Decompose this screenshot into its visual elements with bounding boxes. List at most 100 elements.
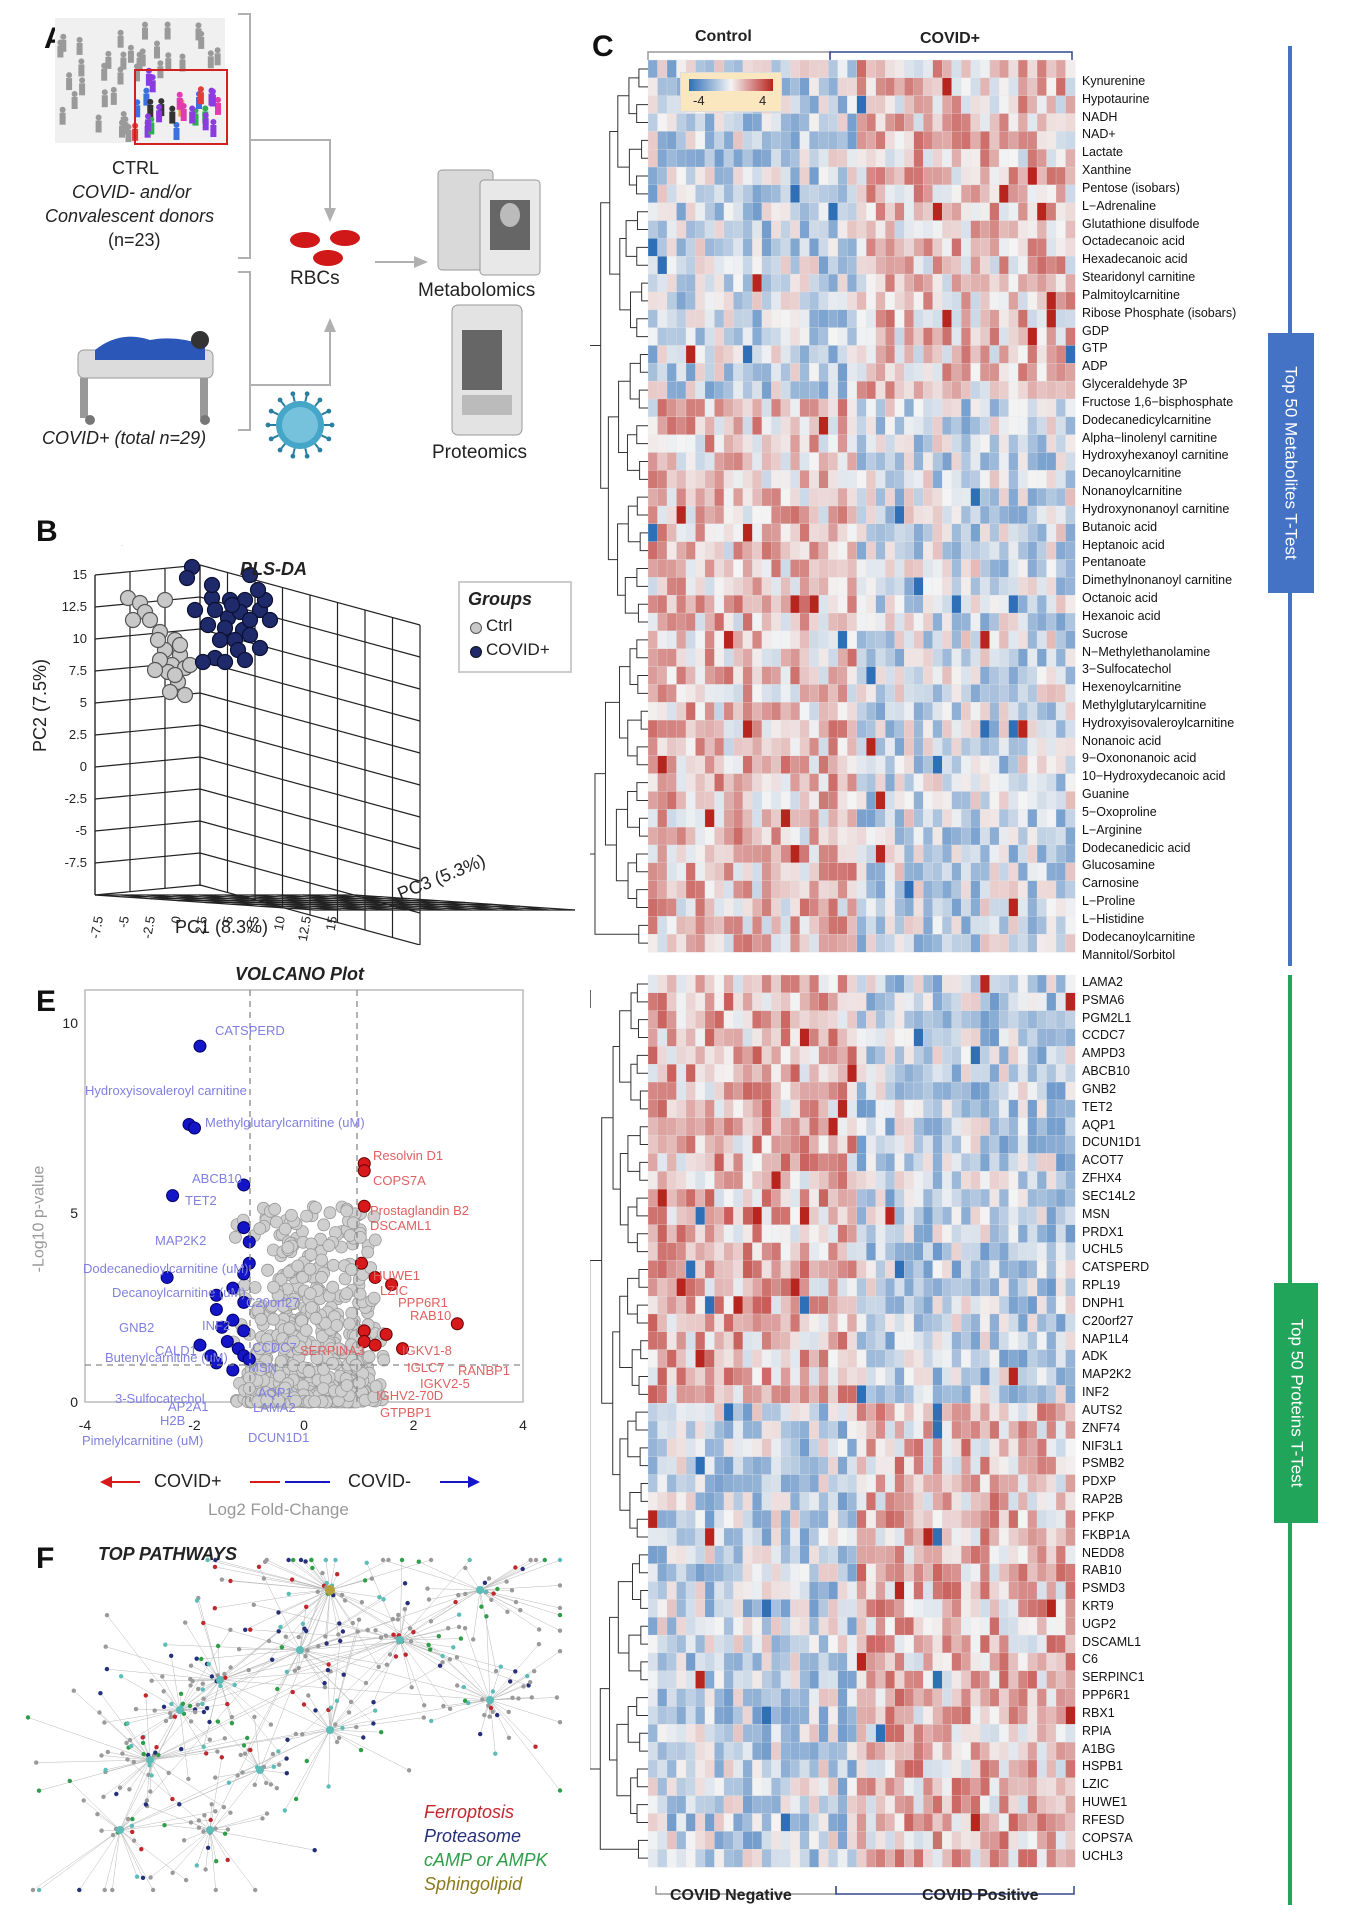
network-node xyxy=(480,1697,484,1701)
heatmap-cell xyxy=(885,1189,895,1207)
heatmap-cell xyxy=(1018,488,1028,506)
heatmap-cell xyxy=(980,96,990,114)
network-node xyxy=(196,1687,200,1691)
heatmap-cell xyxy=(828,720,838,738)
heatmap-cell xyxy=(847,1403,857,1421)
heatmap-cell xyxy=(724,1136,734,1154)
network-node xyxy=(202,1745,206,1749)
heatmap-cell xyxy=(857,1136,867,1154)
heatmap-cell xyxy=(971,756,981,774)
heatmap-cell xyxy=(1047,667,1057,685)
heatmap-cell xyxy=(866,595,876,613)
network-hub xyxy=(256,1766,264,1774)
heatmap-cell xyxy=(724,1492,734,1510)
heatmap-cell xyxy=(790,863,800,881)
heatmap-cell xyxy=(961,1278,971,1296)
heatmap-cell xyxy=(752,595,762,613)
heatmap-cell xyxy=(961,78,971,96)
heatmap-cell xyxy=(942,791,952,809)
network-node xyxy=(410,1685,414,1689)
heatmap-cell xyxy=(714,1064,724,1082)
heatmap-cell xyxy=(952,1171,962,1189)
heatmap-cell xyxy=(866,1403,876,1421)
heatmap-cell xyxy=(999,774,1009,792)
heatmap-cell xyxy=(838,1546,848,1564)
heatmap-cell xyxy=(904,1403,914,1421)
heatmap-cell xyxy=(667,1243,677,1261)
heatmap-cell xyxy=(781,774,791,792)
covid-point xyxy=(218,655,233,670)
network-node xyxy=(276,1610,280,1614)
heatmap-cell xyxy=(914,845,924,863)
heatmap-cell xyxy=(885,720,895,738)
heatmap-cell xyxy=(648,1207,658,1225)
heatmap-cell xyxy=(895,1385,905,1403)
heatmap-cell xyxy=(686,1171,696,1189)
heatmap-cell xyxy=(828,738,838,756)
heatmap-cell xyxy=(904,1243,914,1261)
network-node xyxy=(193,1710,197,1714)
heatmap-cell xyxy=(942,577,952,595)
heatmap-cell xyxy=(809,1100,819,1118)
heatmap-cell xyxy=(1056,1207,1066,1225)
heatmap-cell xyxy=(752,506,762,524)
heatmap-cell xyxy=(695,595,705,613)
heatmap-cell xyxy=(800,238,810,256)
heatmap-cell xyxy=(714,292,724,310)
heatmap-cell xyxy=(705,738,715,756)
heatmap-cell xyxy=(1009,1492,1019,1510)
heatmap-cell xyxy=(1056,167,1066,185)
heatmap-cell xyxy=(676,238,686,256)
heatmap-cell xyxy=(876,221,886,239)
heatmap-cell xyxy=(1066,149,1076,167)
heatmap-cell xyxy=(1037,524,1047,542)
heatmap-cell xyxy=(990,702,1000,720)
heatmap-cell xyxy=(952,1492,962,1510)
heatmap-cell xyxy=(790,1171,800,1189)
heatmap-cell xyxy=(790,1528,800,1546)
heatmap-cell xyxy=(866,975,876,993)
heatmap-cell xyxy=(961,1367,971,1385)
heatmap-cell xyxy=(743,417,753,435)
heatmap-cell xyxy=(686,114,696,132)
heatmap-cell xyxy=(1047,1367,1057,1385)
heatmap-cell xyxy=(724,738,734,756)
heatmap-cell xyxy=(933,774,943,792)
heatmap-cell xyxy=(743,975,753,993)
heatmap-cell xyxy=(847,1100,857,1118)
heatmap-cell xyxy=(999,881,1009,899)
heatmap-cell xyxy=(819,1350,829,1368)
network-node xyxy=(141,1876,145,1880)
heatmap-cell xyxy=(1028,1100,1038,1118)
heatmap-cell xyxy=(914,1260,924,1278)
network-node xyxy=(425,1586,429,1590)
heatmap-cell xyxy=(714,863,724,881)
heatmap-cell xyxy=(866,1510,876,1528)
heatmap-cell xyxy=(1009,684,1019,702)
volcano-point-down xyxy=(167,1190,179,1202)
heatmap-cell xyxy=(686,221,696,239)
volcano-point xyxy=(282,1242,294,1254)
heatmap-cell xyxy=(885,1207,895,1225)
heatmap-cell xyxy=(914,702,924,720)
heatmap-cell xyxy=(866,310,876,328)
heatmap-cell xyxy=(847,916,857,934)
heatmap-cell xyxy=(895,667,905,685)
heatmap-cell xyxy=(971,649,981,667)
heatmap-cell xyxy=(819,720,829,738)
heatmap-cell xyxy=(980,238,990,256)
heatmap-cell xyxy=(1028,1296,1038,1314)
heatmap-cell xyxy=(648,345,658,363)
heatmap-cell xyxy=(980,221,990,239)
heatmap-cell xyxy=(752,863,762,881)
heatmap-cell xyxy=(999,1029,1009,1047)
heatmap-cell xyxy=(1047,1296,1057,1314)
heatmap-cell xyxy=(762,131,772,149)
heatmap-cell xyxy=(999,345,1009,363)
heatmap-cell xyxy=(733,993,743,1011)
heatmap-cell xyxy=(1056,684,1066,702)
heatmap-cell xyxy=(885,435,895,453)
heatmap-cell xyxy=(923,203,933,221)
plsda-xtick: 12.5 xyxy=(295,915,314,943)
heatmap-cell xyxy=(885,221,895,239)
